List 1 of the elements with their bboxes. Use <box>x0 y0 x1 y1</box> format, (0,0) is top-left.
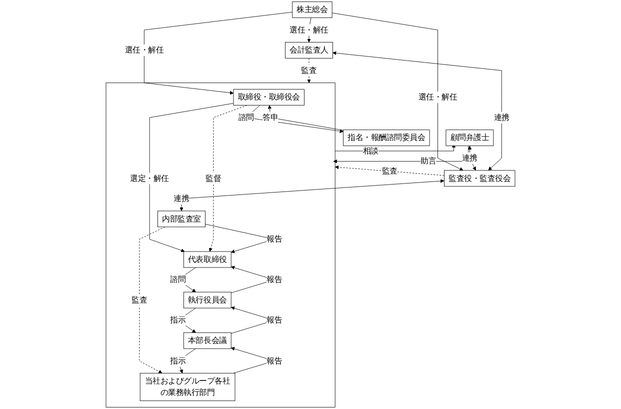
cluster <box>106 82 336 408</box>
